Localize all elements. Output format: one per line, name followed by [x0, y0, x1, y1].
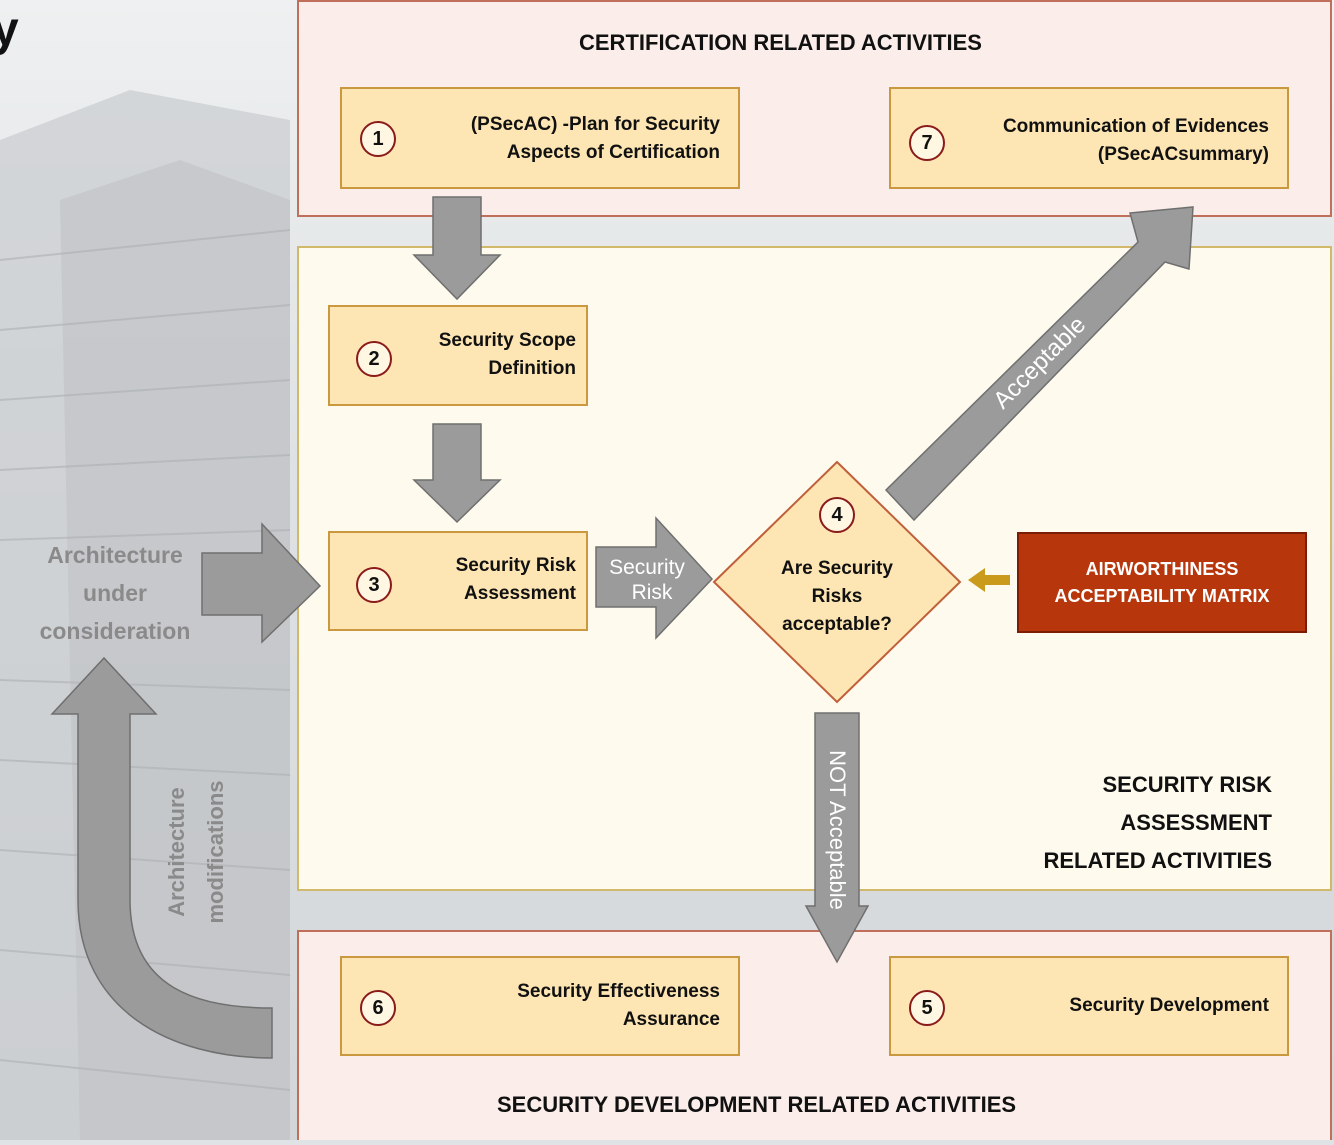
arch-mod-label-1: Architecture: [164, 787, 189, 917]
arrow-architecture-modifications: [50, 656, 273, 1059]
step-6-box[interactable]: 6 Security Effectiveness Assurance: [340, 956, 740, 1056]
risk-assessment-panel-title: SECURITY RISK ASSESSMENT RELATED ACTIVIT…: [1043, 772, 1272, 873]
acceptable-label: Acceptable: [988, 311, 1091, 414]
step-5-label: Security Development: [1069, 995, 1269, 1016]
arrow-2-to-3: [412, 423, 502, 524]
step-6-number: 6: [360, 990, 396, 1026]
step-1-label: (PSecAC) -Plan for Security Aspects of C…: [470, 114, 720, 163]
step-4-number: 4: [819, 497, 855, 533]
airworthiness-matrix[interactable]: AIRWORTHINESS ACCEPTABILITY MATRIX: [1017, 532, 1307, 633]
step-1-box[interactable]: 1 (PSecAC) -Plan for Security Aspects of…: [340, 87, 740, 189]
step-2-box[interactable]: 2 Security Scope Definition: [328, 305, 588, 406]
step-4-diamond[interactable]: [712, 460, 962, 705]
step-2-label: Security Scope Definition: [438, 330, 576, 379]
certification-panel-title: CERTIFICATION RELATED ACTIVITIES: [579, 30, 982, 55]
arrow-not-acceptable: [804, 712, 870, 964]
arrow-1-to-2: [412, 196, 502, 301]
arrow-matrix-to-4: [968, 568, 1010, 592]
step-5-box[interactable]: 5 Security Development: [889, 956, 1289, 1056]
architecture-label: Architecture under consideration: [39, 542, 191, 644]
arrow-architecture-to-3: [201, 522, 322, 644]
step-7-box[interactable]: 7 Communication of Evidences (PSecACsumm…: [889, 87, 1289, 189]
step-3-label: Security Risk Assessment: [455, 555, 576, 604]
step-3-number: 3: [356, 567, 392, 603]
step-7-label: Communication of Evidences (PSecACsummar…: [1002, 116, 1269, 165]
arch-mod-label-2: modifications: [203, 780, 228, 923]
step-5-number: 5: [909, 990, 945, 1026]
step-2-number: 2: [356, 341, 392, 377]
step-3-box[interactable]: 3 Security Risk Assessment: [328, 531, 588, 631]
security-risk-label-1: Security: [609, 556, 685, 579]
not-acceptable-label: NOT Acceptable: [825, 750, 850, 910]
edge-text-fragment: y: [0, 3, 19, 56]
step-7-number: 7: [909, 125, 945, 161]
development-panel-title: SECURITY DEVELOPMENT RELATED ACTIVITIES: [497, 1092, 1017, 1117]
step-6-label: Security Effectiveness Assurance: [517, 981, 720, 1030]
arrow-acceptable: [884, 206, 1194, 522]
arrow-security-risk: [595, 516, 714, 640]
step-4-label: Are Security Risks acceptable?: [781, 558, 893, 635]
step-1-number: 1: [360, 121, 396, 157]
security-risk-label-2: Risk: [632, 581, 673, 604]
